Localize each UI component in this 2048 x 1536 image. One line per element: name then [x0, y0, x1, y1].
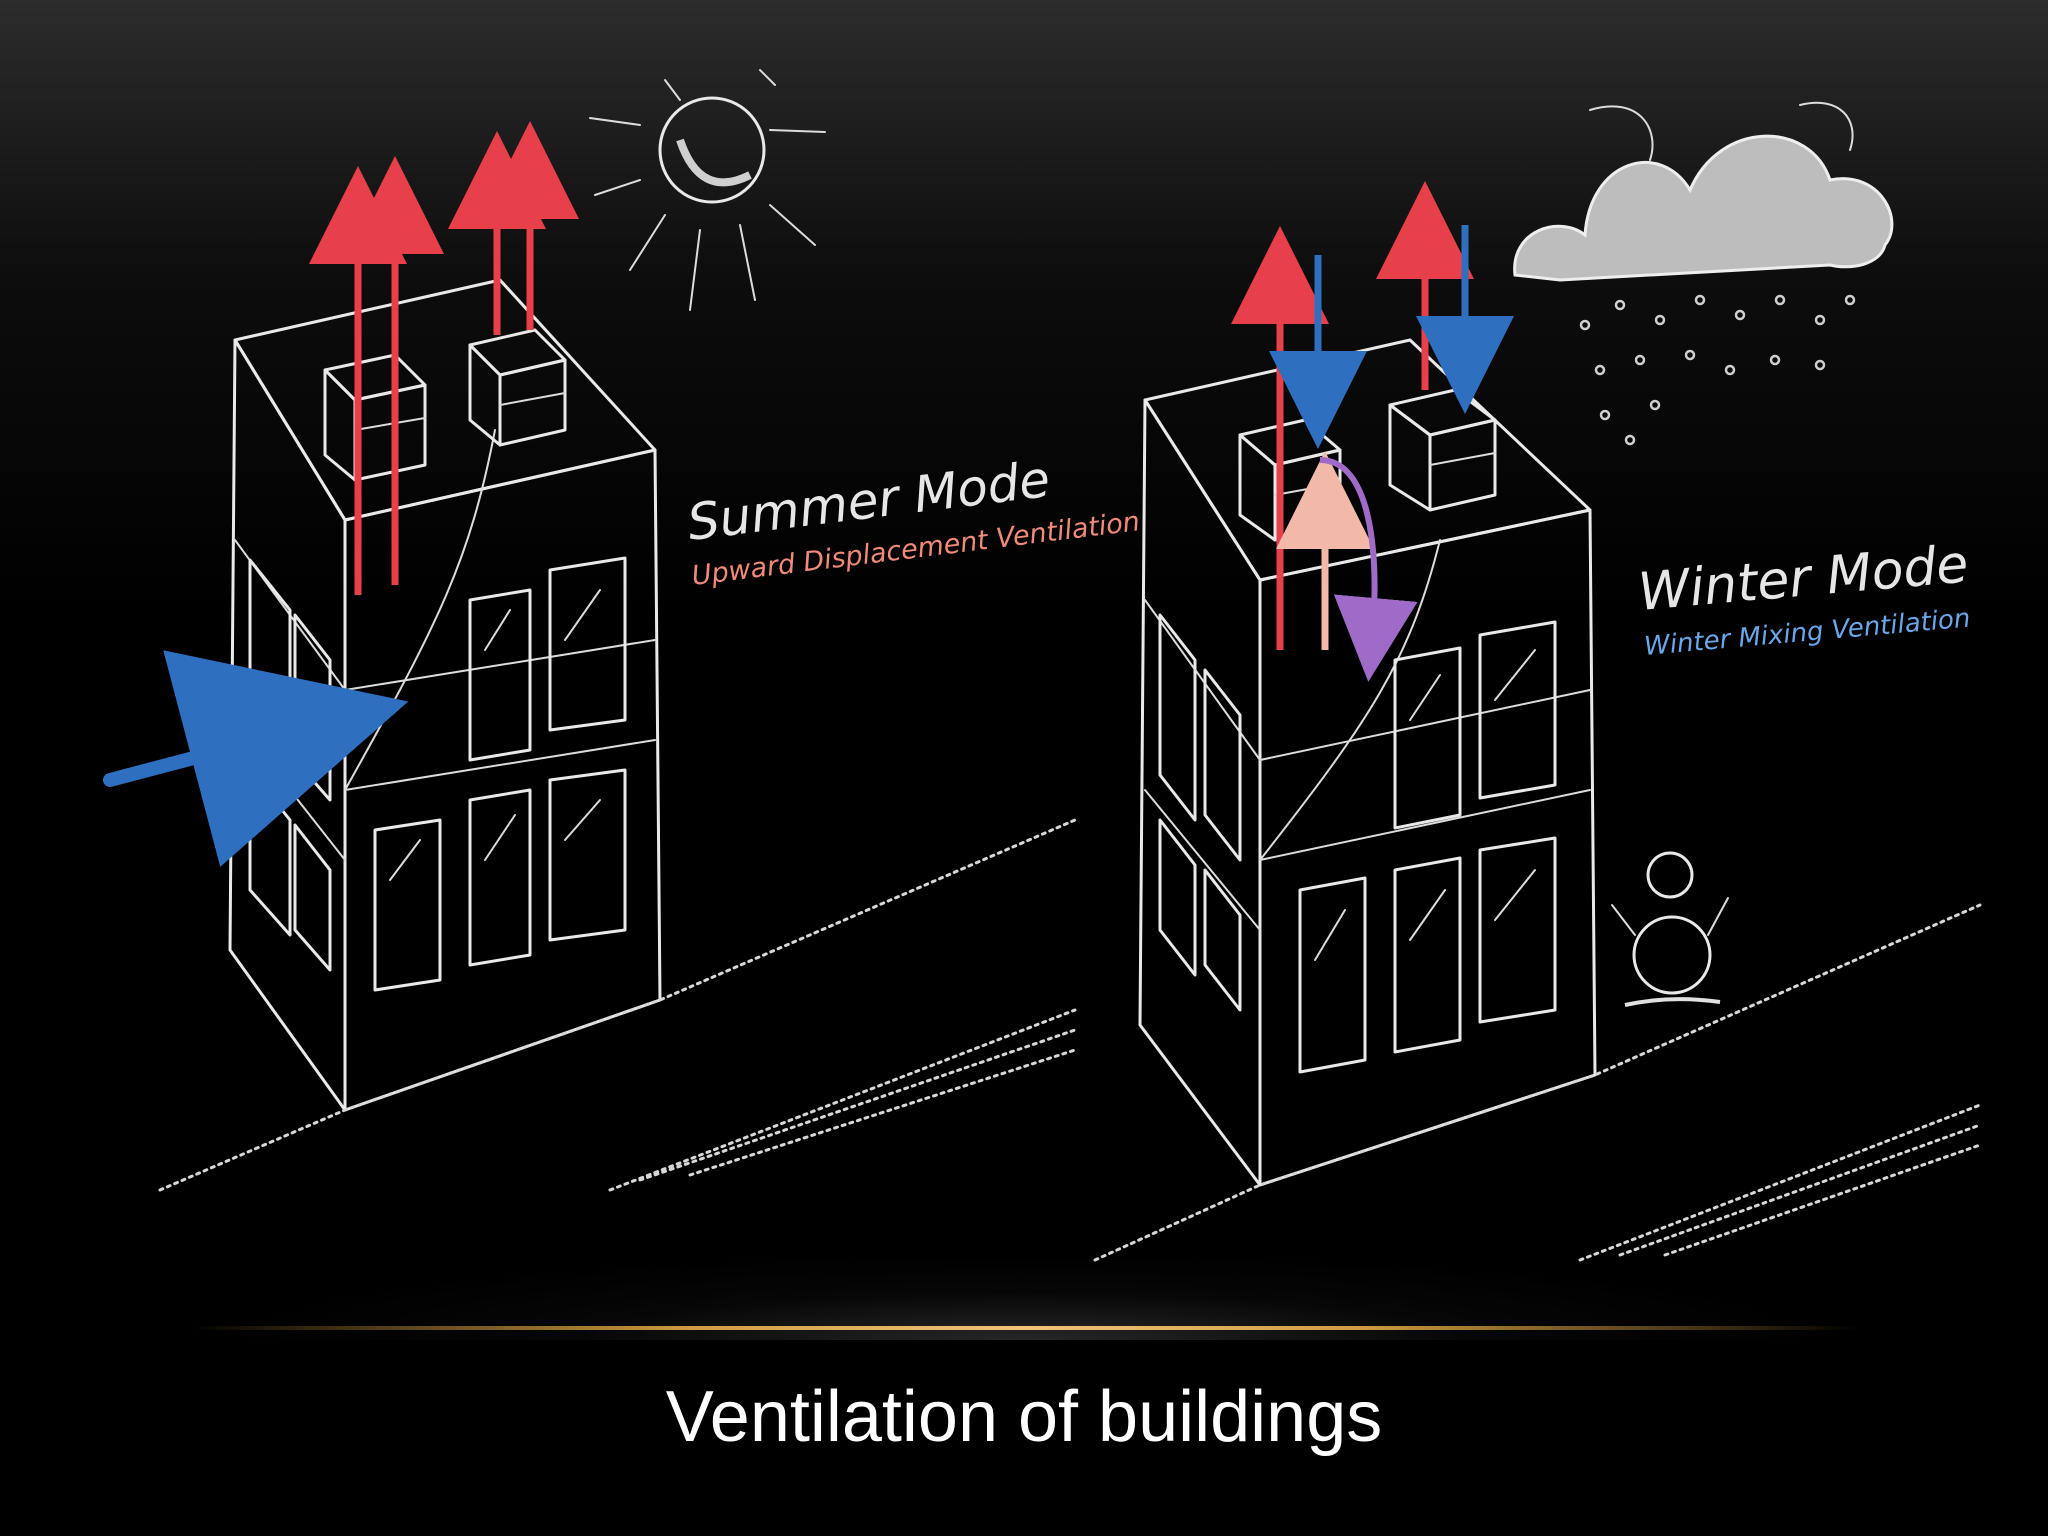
summer-roof-vent-2: [468, 328, 567, 447]
summer-label: Summer Mode Upward Displacement Ventilat…: [684, 450, 1141, 592]
slide-title: Ventilation of buildings: [665, 1377, 1383, 1457]
summer-roof-vent-1: [323, 353, 427, 482]
sun-icon: [589, 69, 826, 311]
snowman-icon: [1611, 851, 1729, 1007]
winter-roof-vent-2: [1388, 388, 1497, 512]
accent-divider: [190, 1326, 1860, 1330]
winter-label: Winter Mode Winter Mixing Ventilation: [1636, 534, 1972, 662]
winter-windows: [1158, 613, 1557, 1074]
summer-windows: [248, 556, 627, 992]
ventilation-diagram: Summer Mode Upward Displacement Ventilat…: [103, 69, 1982, 1262]
summer-building: [103, 121, 1077, 1192]
snow-cloud-icon: [1513, 101, 1894, 446]
winter-building: [1093, 181, 1982, 1262]
floor-glow: [0, 1180, 2048, 1340]
